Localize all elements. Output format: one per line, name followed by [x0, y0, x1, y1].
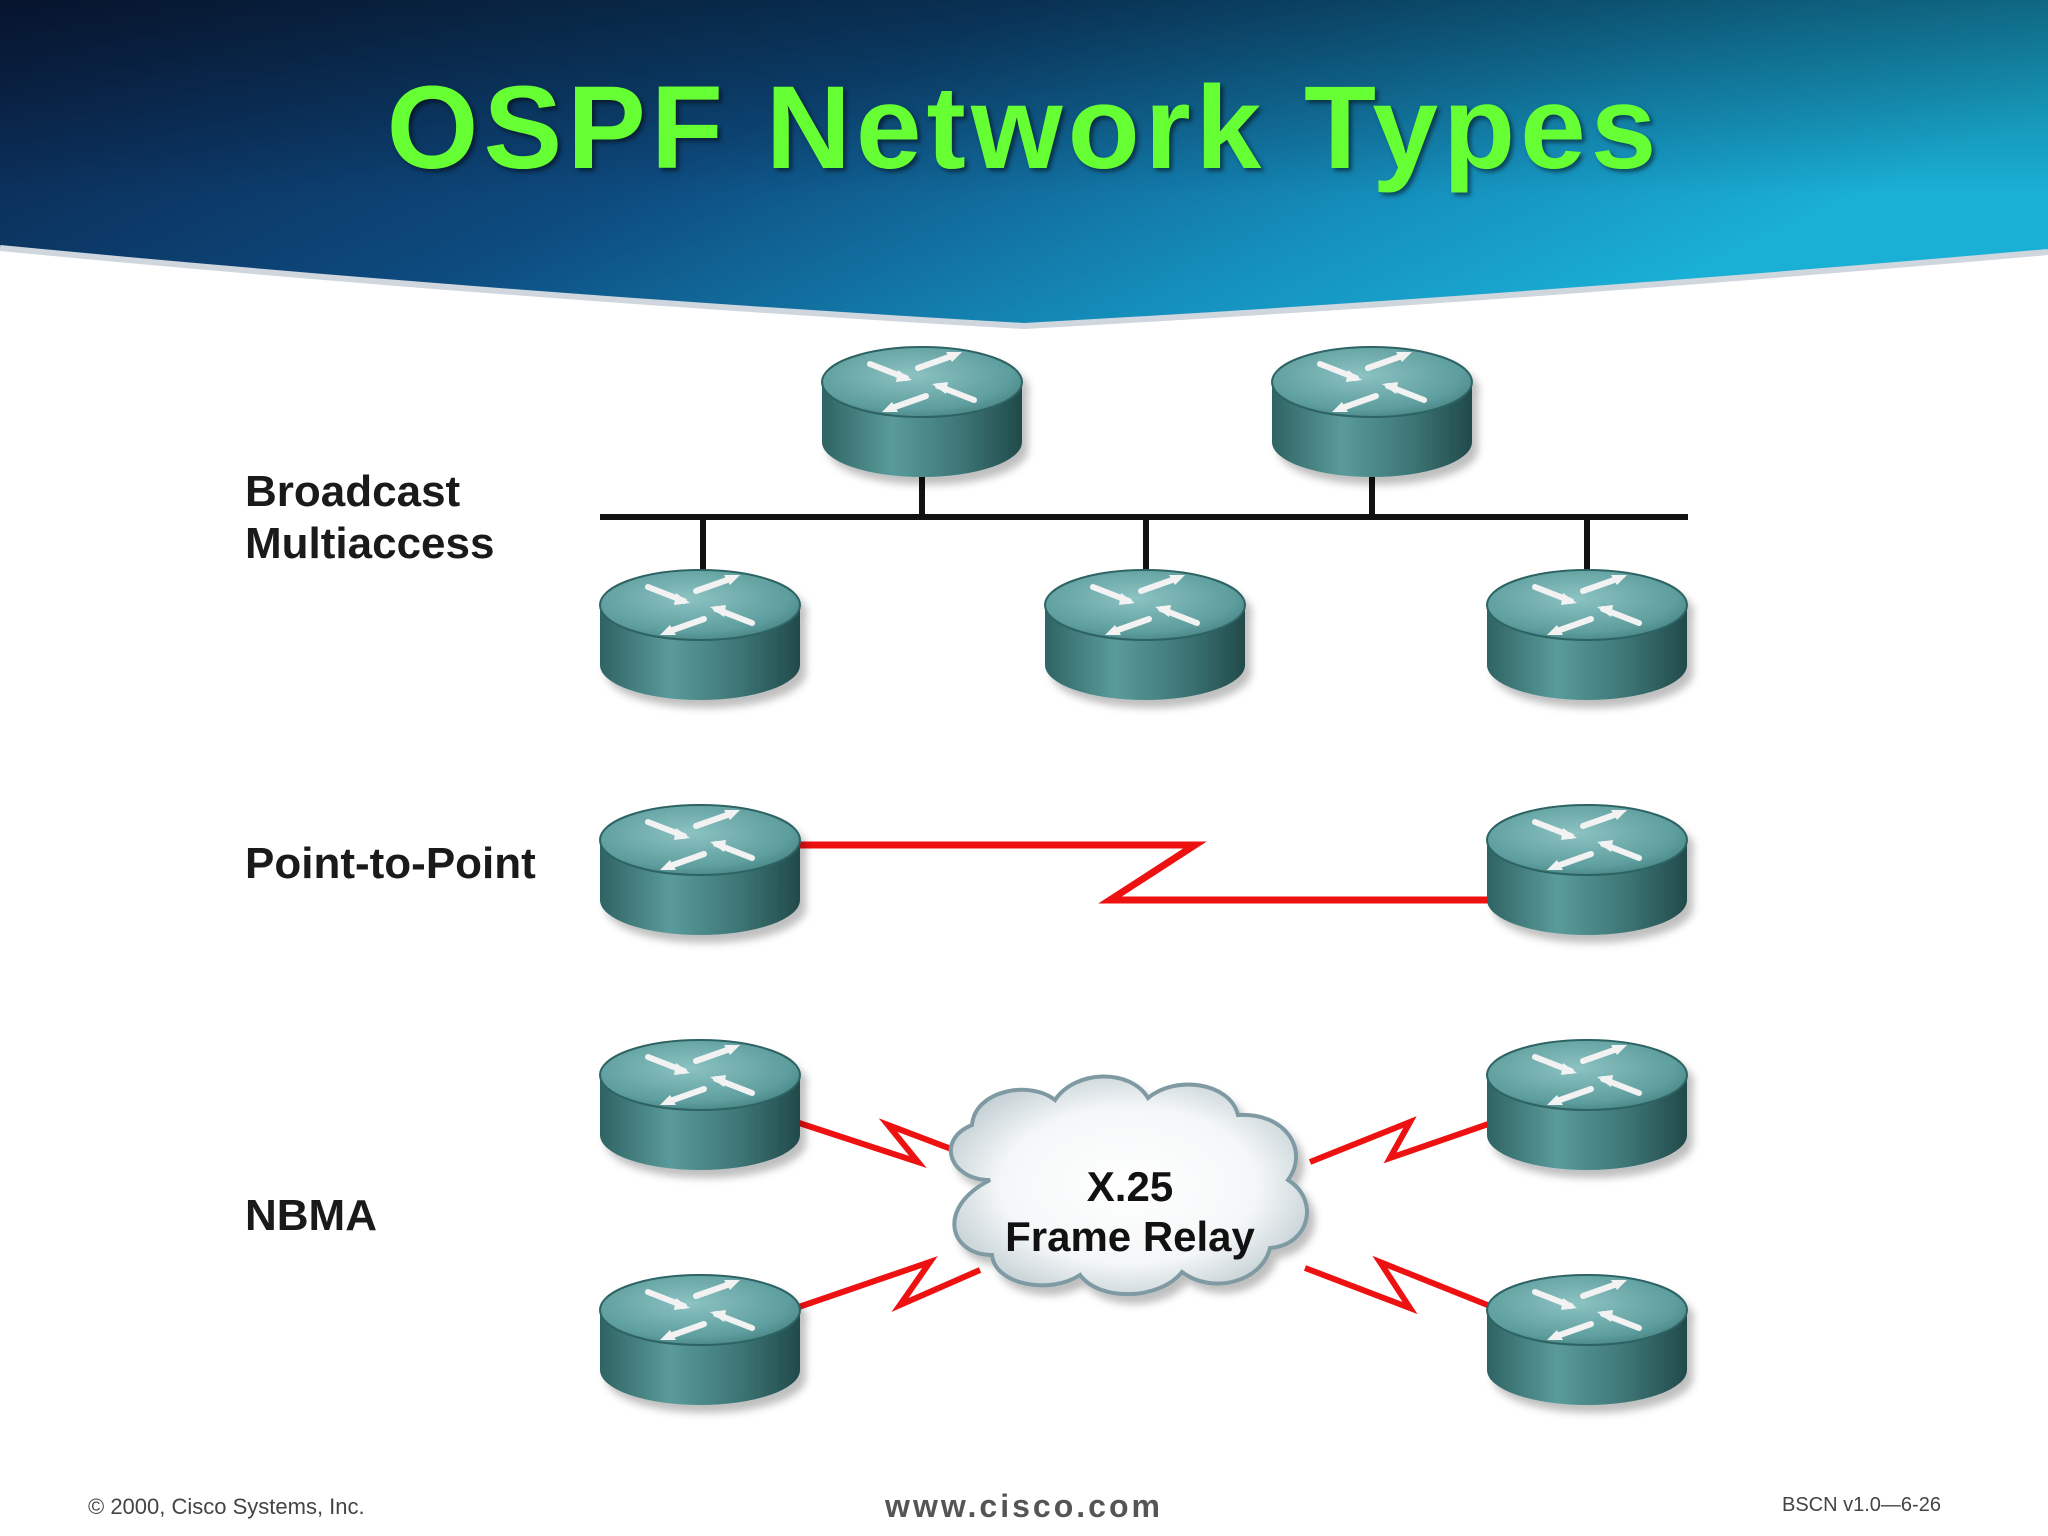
serial-link-nbma-bottom-right [1303, 1255, 1502, 1315]
router-icon [600, 570, 800, 700]
nbma-links [789, 1116, 1502, 1315]
serial-link-nbma-top-left [789, 1117, 977, 1169]
serial-link-point-to-point [790, 841, 1500, 904]
router-icon [600, 805, 800, 935]
footer-url: www.cisco.com [885, 1488, 1163, 1524]
label-broadcast-multiaccess: Broadcast Multiaccess [245, 466, 494, 570]
label-broadcast-line1: Broadcast [245, 467, 461, 516]
cloud-label: X.25 Frame Relay [970, 1162, 1290, 1262]
router-icon [1487, 1040, 1687, 1170]
network-diagram [0, 0, 2048, 1460]
footer-copyright: © 2000, Cisco Systems, Inc. [88, 1494, 365, 1519]
router-icon [600, 1275, 800, 1405]
footer-slide-id: BSCN v1.0—6-26 [1782, 1494, 1941, 1516]
label-broadcast-line2: Multiaccess [245, 519, 495, 568]
serial-link-nbma-bottom-left [789, 1256, 982, 1313]
label-nbma: NBMA [245, 1191, 377, 1240]
header-banner [0, 0, 2048, 330]
label-point-to-point: Point-to-Point [245, 839, 536, 888]
router-icon [1045, 570, 1245, 700]
router-icon [1487, 570, 1687, 700]
router-icon [1487, 805, 1687, 935]
router-icon [1487, 1275, 1687, 1405]
cloud-icon [948, 1074, 1309, 1297]
router-icon [822, 347, 1022, 477]
cloud-label-line2: Frame Relay [1005, 1213, 1255, 1260]
cloud-label-line1: X.25 [1086, 1163, 1174, 1210]
broadcast-bus [600, 470, 1688, 570]
router-icon [600, 1040, 800, 1170]
slide-title: OSPF Network Types [386, 62, 1662, 194]
router-icon [1272, 347, 1472, 477]
serial-link-nbma-top-right [1308, 1116, 1501, 1165]
